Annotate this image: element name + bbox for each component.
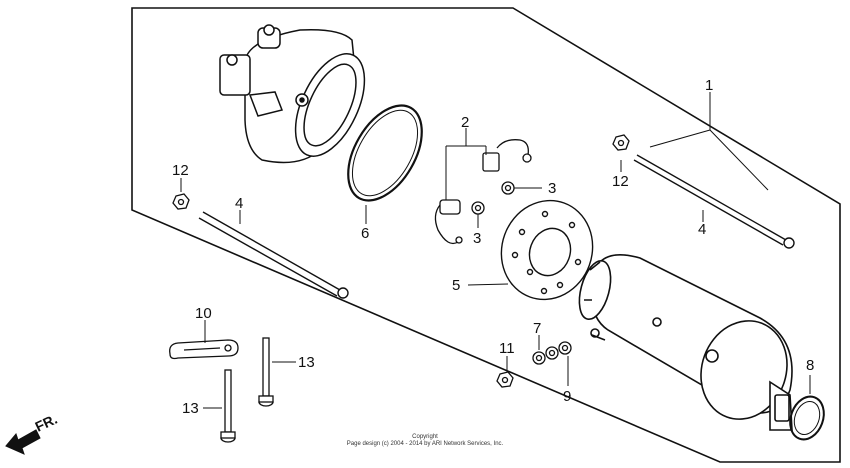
front-direction-arrow: FR. xyxy=(5,411,60,455)
nut-11 xyxy=(496,371,514,388)
callout-3-upper: 3 xyxy=(548,180,556,197)
copyright-line-2: Page design (c) 2004 - 2014 by ARI Netwo… xyxy=(347,441,504,447)
arrow-icon xyxy=(5,429,41,455)
diagram-panel-border xyxy=(131,7,841,463)
through-bolt-right xyxy=(633,154,795,249)
brush-holder-assembly xyxy=(434,139,532,245)
callout-9: 9 xyxy=(563,388,571,405)
brush-springs xyxy=(471,181,515,215)
callout-2: 2 xyxy=(461,114,469,131)
callout-12-right: 12 xyxy=(612,173,629,190)
through-bolt-left xyxy=(198,211,349,299)
callout-13-upper: 13 xyxy=(298,354,315,371)
o-ring-large xyxy=(347,104,423,202)
rear-housing-cover xyxy=(219,24,366,164)
bolt-13-lower xyxy=(220,369,236,443)
direction-label: FR. xyxy=(33,411,60,435)
callout-10: 10 xyxy=(195,305,212,322)
callout-1: 1 xyxy=(705,77,713,94)
cable-terminal xyxy=(169,339,239,360)
callout-4-left: 4 xyxy=(235,195,243,212)
callout-7: 7 xyxy=(533,320,541,337)
leader-lines xyxy=(180,92,811,409)
starter-motor-case xyxy=(578,254,793,431)
washer-set xyxy=(532,341,572,365)
bolt-13-upper xyxy=(258,337,274,407)
nut-12-left xyxy=(172,193,190,210)
callout-3-lower: 3 xyxy=(473,230,481,247)
callout-4-right: 4 xyxy=(698,221,706,238)
o-ring-small xyxy=(789,395,825,441)
callout-6: 6 xyxy=(361,225,369,242)
brush-plate xyxy=(500,199,594,301)
callout-11: 11 xyxy=(499,340,515,357)
copyright-line-1: Copyright xyxy=(412,434,438,440)
callout-8: 8 xyxy=(806,357,814,374)
nut-12-right xyxy=(612,134,630,151)
callout-13-lower: 13 xyxy=(182,400,199,417)
callout-5: 5 xyxy=(452,277,460,294)
callout-12-left: 12 xyxy=(172,162,189,179)
